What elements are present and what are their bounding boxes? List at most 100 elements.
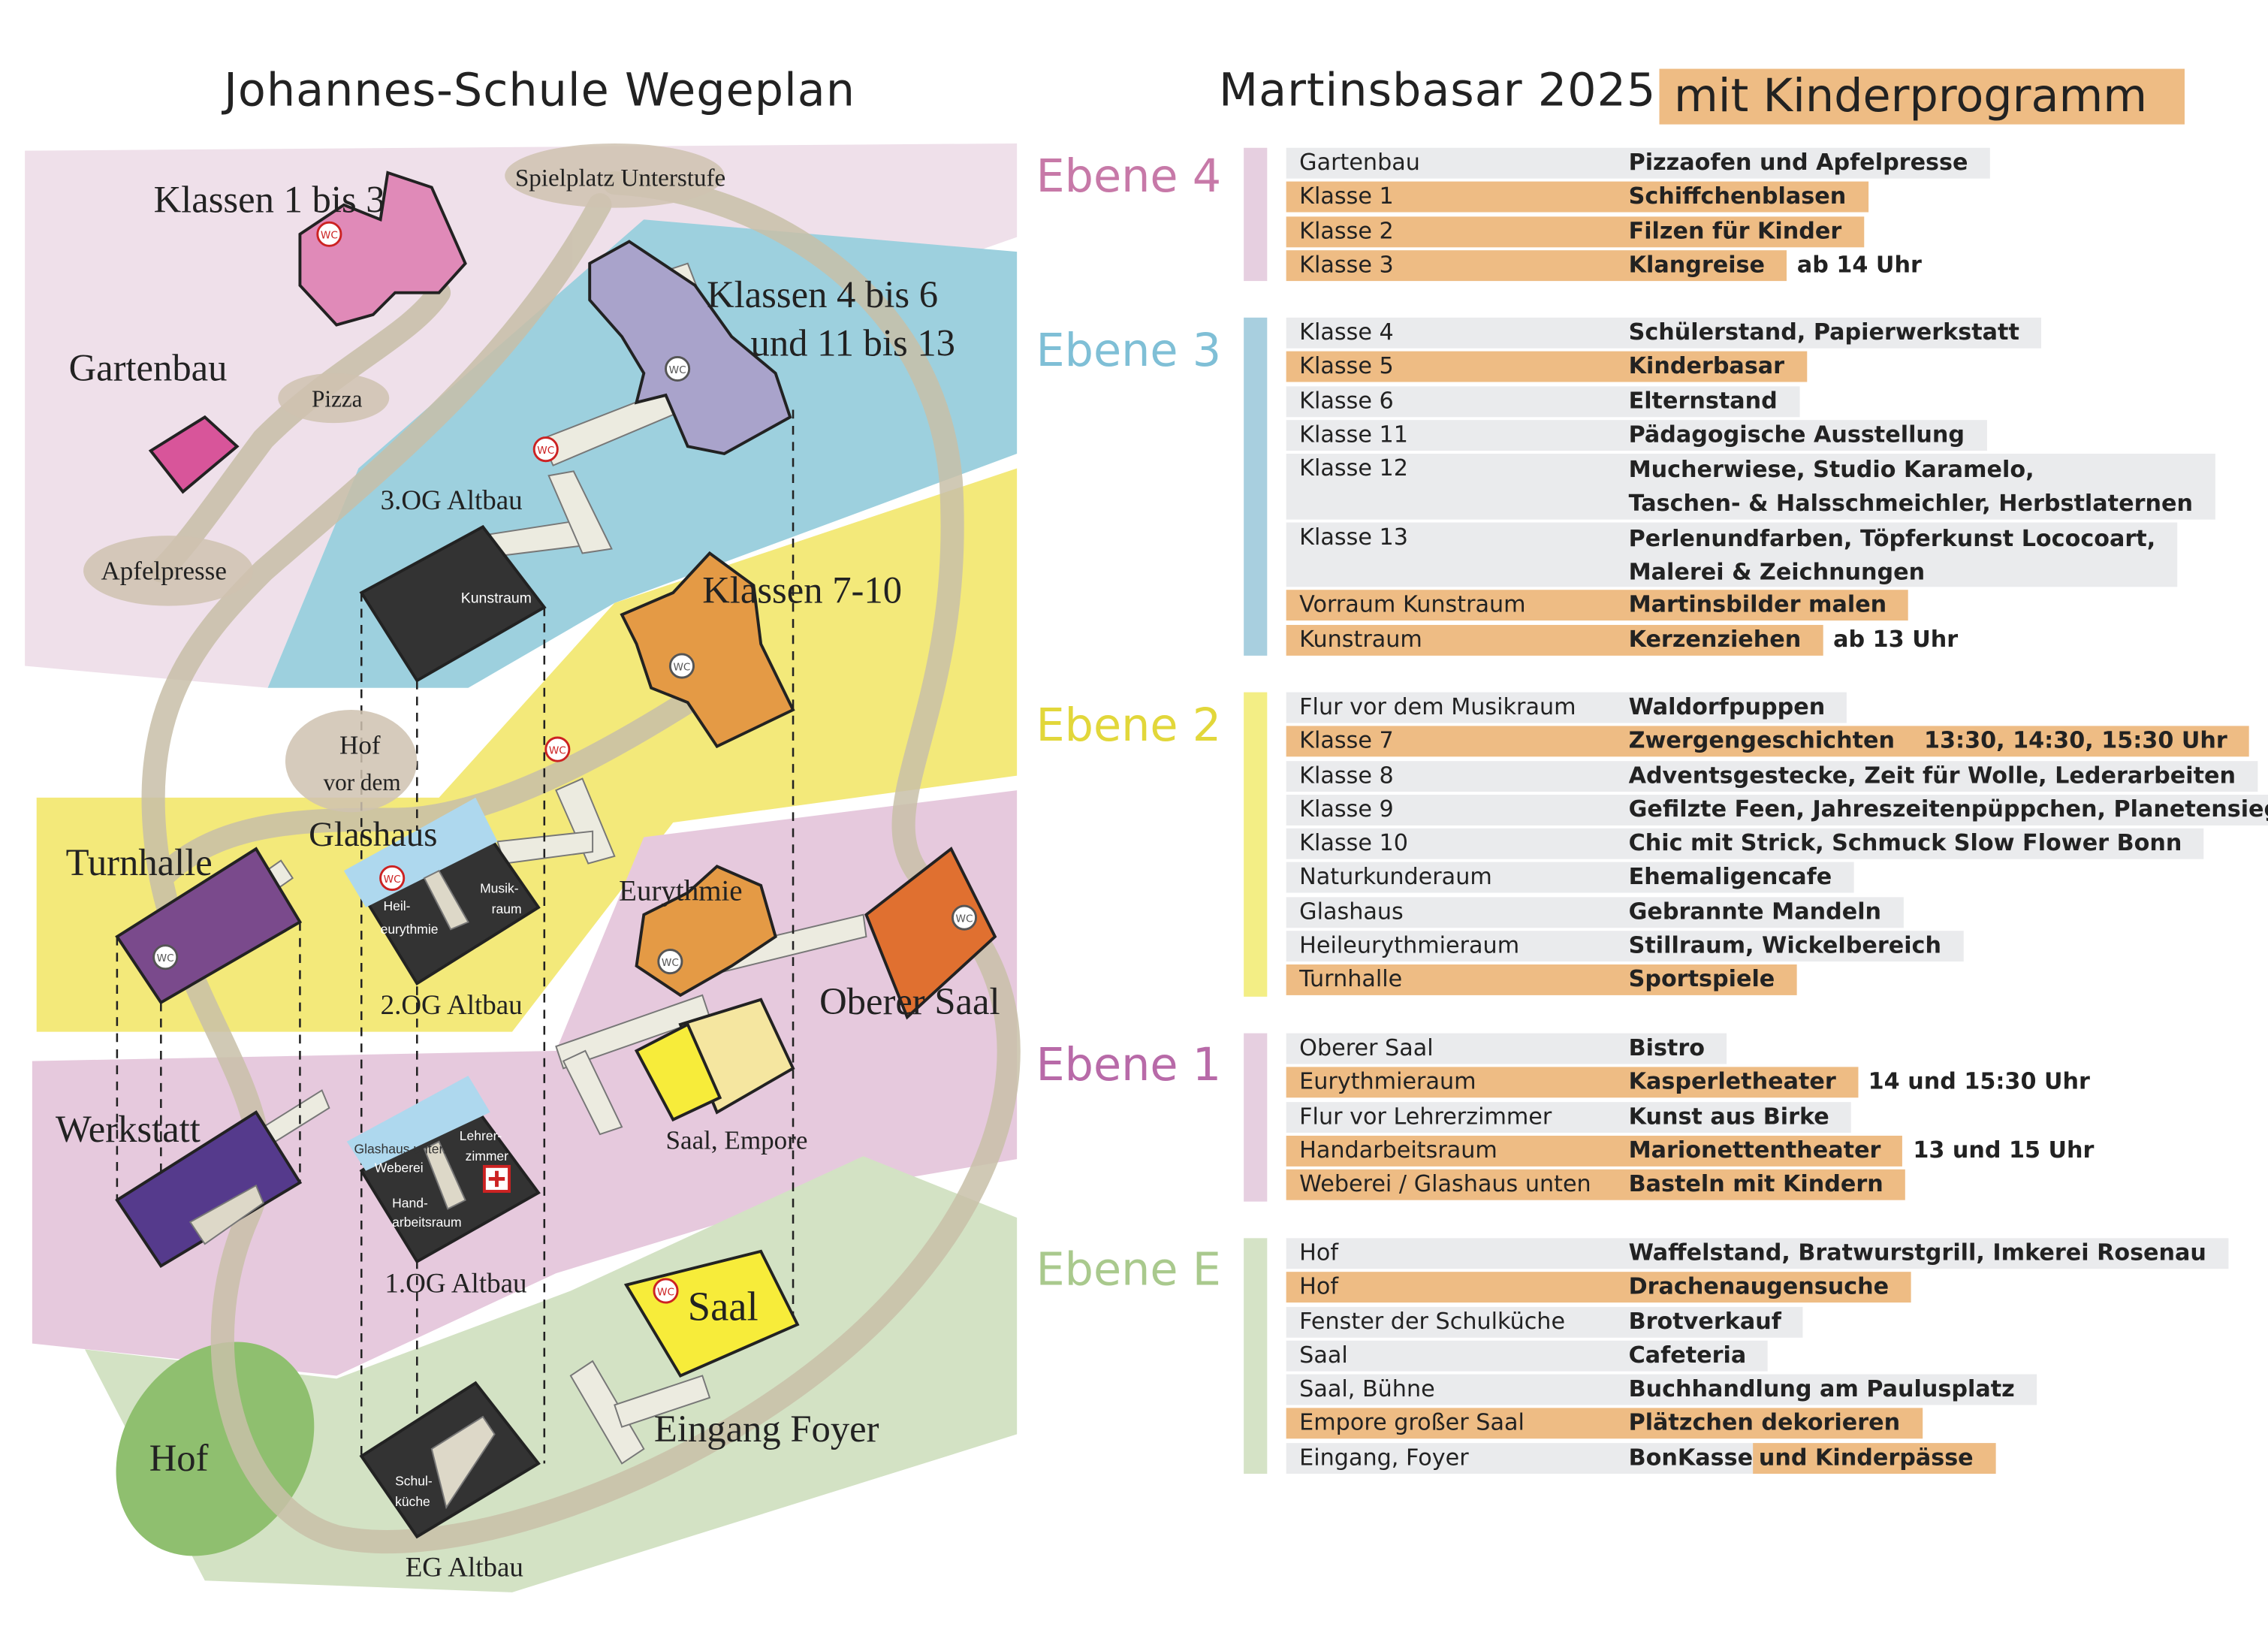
activity: Ehemaligencafe [1628,864,1832,891]
activity: Schiffchenblasen [1628,183,1847,210]
activity-wrap: Plätzchen dekorieren [1629,1408,1901,1439]
label-pizza: Pizza [312,386,363,412]
activity: Brotverkauf [1628,1308,1781,1335]
place-name: Glashaus [1299,898,1404,925]
place-name: Klasse 2 [1299,217,1394,244]
school-map: WC WC WC WC WC WC WC WC WC WC Klassen 1 … [25,143,1021,1592]
label-klassen-4-6: Klassen 4 bis 6 [707,273,938,315]
label-werkstatt: Werkstatt [56,1108,201,1150]
activity: Plätzchen dekorieren [1628,1410,1901,1437]
place-name: Vorraum Kunstraum [1299,591,1526,618]
activity-wrap: Pizzaofen und Apfelpresse [1629,148,1968,179]
label-arbeitsraum: arbeitsraum [392,1215,461,1230]
svg-text:WC: WC [549,744,566,756]
wc-markers: WC WC WC WC WC WC WC WC WC WC [152,221,978,1304]
place-name: Saal, Bühne [1299,1375,1435,1402]
wc-icon: WC [653,1278,679,1304]
activity: Basteln mit Kindern [1628,1171,1883,1198]
label-gartenbau: Gartenbau [69,347,228,389]
activity: Gefilzte Feen, Jahreszeitenpüppchen, Pla… [1628,795,2268,823]
activity: Kunst aus Birke [1628,1103,1829,1130]
svg-text:WC: WC [537,445,554,457]
place-name: Klasse 11 [1299,421,1408,448]
place-name: Klasse 7 [1299,727,1394,755]
row-cell: Klasse 11 Pädagogische Ausstellung [1286,419,1987,451]
activity-wrap: Pädagogische Ausstellung [1629,420,1965,451]
schedule-row: Saal, Bühne Buchhandlung am Paulusplatz [1286,1374,2228,1408]
row-cell: Saal, Bühne Buchhandlung am Paulusplatz [1286,1374,2037,1405]
activity-line2: Taschen- & Halsschmeichler, Herbstlatern… [1628,490,2193,518]
activity-wrap: Ehemaligencafe [1629,863,1832,894]
label-schul: Schul- [395,1474,433,1489]
activity: Zwergengeschichten [1628,727,1895,755]
activity-wrap: Schülerstand, Papierwerkstatt [1629,318,2019,349]
label-hof-vor-dem: Hof [339,730,381,759]
building-klassen-7-10 [620,551,795,749]
activity-wrap: Brotverkauf [1629,1306,1781,1337]
activity-wrap: Buchhandlung am Paulusplatz [1629,1375,2015,1405]
wc-icon: WC [951,904,978,931]
row-cell: Klasse 1 Schiffchenblasen [1286,182,1868,213]
place-name: Klasse 4 [1299,318,1394,346]
interior-walls [188,870,496,1510]
place-name: Klasse 6 [1299,387,1394,414]
label-glashaus-unten: Glashaus unten [354,1141,447,1156]
place-name: Klasse 1 [1299,183,1394,210]
level-label: Ebene 3 [1036,324,1222,378]
activity-wrap: Marionettentheater [1629,1136,1881,1167]
label-3og: 3.OG Altbau [381,485,523,516]
place-name: Empore großer Saal [1299,1410,1525,1437]
activity: Pizzaofen und Apfelpresse [1628,149,1968,176]
activity: Gebrannte Mandeln [1628,898,1882,925]
label-eg: EG Altbau [406,1552,523,1583]
wc-icon: WC [668,653,695,679]
activity-wrap: Stillraum, Wickelbereich [1629,931,1941,961]
building-kunstraum [359,524,547,683]
activity-wrap: Gefilzte Feen, Jahreszeitenpüppchen, Pla… [1629,795,2268,826]
place-name: Naturkunderaum [1299,864,1492,891]
level-bar [1244,692,1268,997]
level-bar [1244,1238,1268,1474]
activity-wrap: Chic mit Strick, Schmuck Slow Flower Bon… [1629,829,2182,859]
label-vor-dem: vor dem [324,769,401,795]
place-name: Turnhalle [1299,966,1403,993]
time-note: ab 13 Uhr [1833,626,1959,653]
row-cell: Glashaus Gebrannte Mandeln [1286,896,1904,928]
activity: Elternstand [1628,387,1778,414]
level-bar [1244,1033,1268,1201]
wc-icon: WC [379,865,406,892]
level-label: Ebene 4 [1036,150,1222,204]
building-klassen-1-3 [298,171,467,327]
activity: Schülerstand, Papierwerkstatt [1628,318,2019,346]
label-kueche: küche [395,1494,430,1509]
building-werkstatt [115,1110,303,1268]
label-eingang-foyer: Eingang Foyer [654,1408,879,1450]
building-klassen-4-6 [588,240,792,456]
label-1og: 1.OG Altbau [385,1268,526,1299]
building-gartenbau [148,415,240,494]
activity-wrap: Elternstand [1629,386,1778,417]
dashed-lines [116,409,795,1537]
building-oberer-saal [864,847,997,1020]
svg-text:WC: WC [669,364,686,376]
event-title: Martinsbasar 2025 [1219,64,1657,117]
